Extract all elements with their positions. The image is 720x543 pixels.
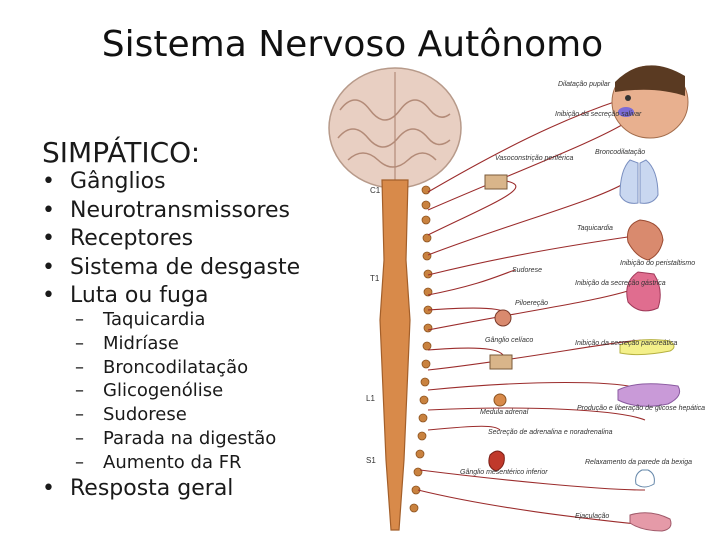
diagram-label-right: Inibição da secreção salivar: [555, 111, 642, 118]
section-heading: SIMPÁTICO:: [42, 136, 201, 169]
diagram-label-left: Secreção de adrenalina e noradrenalina: [488, 429, 613, 436]
main-bullet-list: Gânglios Neurotransmissores Receptores S…: [42, 168, 300, 311]
diagram-label-left: Vasoconstrição periférica: [495, 155, 573, 162]
slide-title: Sistema Nervoso Autônomo: [101, 24, 604, 65]
sub-bullet-item: Taquicardia: [75, 308, 276, 332]
diagram-label-right: Relaxamento da parede da bexiga: [585, 459, 692, 466]
final-bullet: Resposta geral: [42, 476, 233, 501]
bullet-item: Receptores: [42, 225, 300, 254]
diagram-label-right: Inibição da secreção pancreática: [575, 340, 677, 347]
sub-bullet-item: Sudorese: [75, 403, 276, 427]
diagram-label-right: Inibição do peristaltismo: [620, 260, 695, 267]
diagram-label-right: Ejaculação: [575, 513, 609, 520]
spinal-cord: [379, 179, 411, 531]
pancreas-illustration: [619, 339, 675, 356]
diagram-label-left: Piloereção: [515, 300, 548, 307]
sub-bullet-item: Broncodilatação: [75, 356, 276, 380]
vertebra-label: L1: [366, 394, 375, 403]
sympathetic-nervous-system-diagram: C1 T1 L1 S1 Vasoconstrição periférica Su…: [300, 60, 715, 538]
skin-vessel-illustration: [484, 174, 513, 472]
diagram-label-left: Gânglio celíaco: [485, 337, 533, 344]
stomach-illustration: [626, 271, 661, 312]
vertebra-label: T1: [370, 274, 380, 283]
sympathetic-ganglion-chain: [409, 185, 433, 513]
diagram-label-left: Sudorese: [512, 267, 542, 274]
heart-illustration: [627, 219, 664, 261]
vertebra-label: C1: [370, 186, 381, 195]
bullet-item: Gânglios: [42, 168, 300, 197]
diagram-label-right: Taquicardia: [577, 225, 613, 232]
lungs-illustration: [619, 159, 659, 204]
genital-illustration: [629, 512, 672, 532]
diagram-label-right: Dilatação pupilar: [558, 81, 611, 88]
diagram-label-right: Inibição da secreção gástrica: [575, 280, 666, 287]
bladder-illustration: [635, 469, 655, 488]
bullet-item: Neurotransmissores: [42, 197, 300, 226]
nerve-fibers: [417, 99, 646, 526]
brain-illustration: [328, 67, 462, 189]
vertebra-label: S1: [366, 456, 376, 465]
bullet-item: Luta ou fuga: [42, 282, 300, 311]
sub-bullet-item: Glicogenólise: [75, 379, 276, 403]
sub-bullet-item: Aumento da FR: [75, 451, 276, 475]
sub-bullet-item: Midríase: [75, 332, 276, 356]
liver-illustration: [617, 383, 681, 407]
sub-bullet-item: Parada na digestão: [75, 427, 276, 451]
sub-bullet-list: Taquicardia Midríase Broncodilatação Gli…: [75, 308, 276, 475]
bullet-item: Sistema de desgaste: [42, 254, 300, 283]
diagram-label-right: Broncodilatação: [595, 149, 645, 156]
diagram-label-left: Gânglio mesentérico inferior: [460, 469, 548, 476]
diagram-label-left: Medula adrenal: [480, 409, 529, 416]
head-illustration: [611, 65, 689, 139]
diagram-label-right: Produção e liberação de glicose hepática: [577, 405, 705, 412]
